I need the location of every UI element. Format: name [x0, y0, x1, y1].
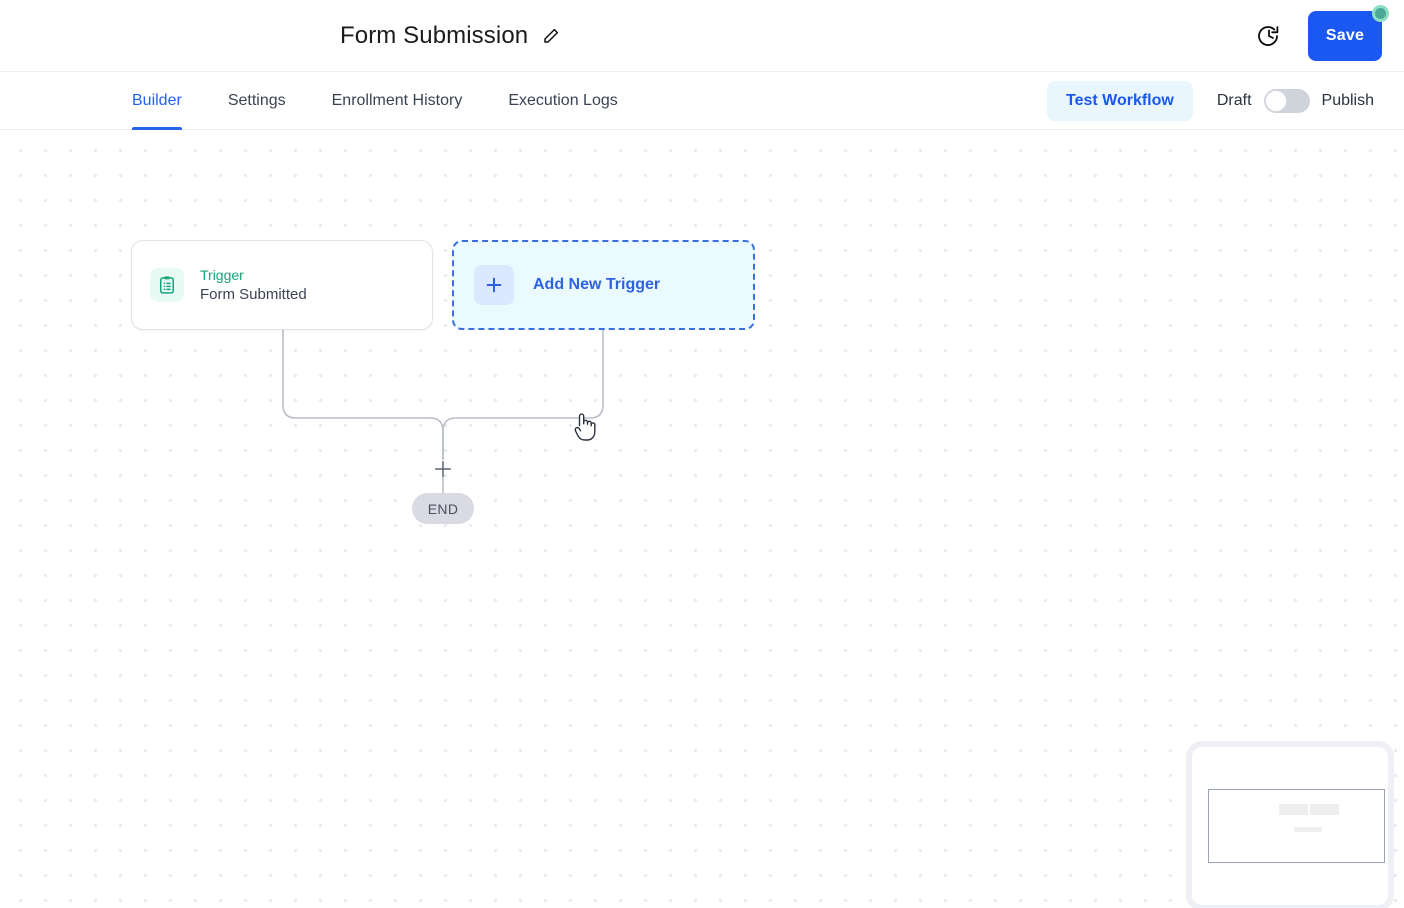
- trigger-kind-label: Trigger: [200, 266, 244, 283]
- publish-label: Publish: [1321, 92, 1374, 109]
- minimap-viewport[interactable]: [1208, 789, 1385, 863]
- publish-toggle[interactable]: [1263, 89, 1310, 113]
- title-group: Form Submission: [340, 0, 560, 72]
- save-button-wrapper: Save: [1308, 5, 1389, 61]
- add-step-plus-icon[interactable]: [432, 458, 454, 480]
- trigger-name-label: Form Submitted: [200, 285, 307, 303]
- top-bar: Form Submission Save: [0, 0, 1404, 72]
- test-workflow-button[interactable]: Test Workflow: [1046, 81, 1193, 121]
- save-button[interactable]: Save: [1308, 11, 1382, 61]
- node-trigger-form-submitted[interactable]: Trigger Form Submitted: [131, 240, 433, 330]
- tab-builder[interactable]: Builder: [132, 72, 182, 130]
- tab-bar-actions: Test Workflow Draft Publish: [1046, 72, 1374, 130]
- minimap[interactable]: [1192, 747, 1388, 905]
- end-node: END: [412, 493, 474, 524]
- plus-icon: [474, 265, 514, 305]
- history-clock-icon[interactable]: [1256, 23, 1282, 49]
- publish-toggle-group: Draft Publish: [1217, 89, 1374, 113]
- minimap-node-end: [1294, 827, 1322, 832]
- minimap-node-add-trigger: [1310, 804, 1339, 815]
- top-bar-actions: Save: [1256, 0, 1389, 72]
- trigger-text-group: Trigger Form Submitted: [200, 267, 307, 304]
- draft-label: Draft: [1216, 92, 1252, 109]
- unsaved-changes-dot: [1372, 5, 1389, 22]
- workflow-canvas[interactable]: Trigger Form Submitted Add New Trigger E…: [0, 130, 1404, 908]
- page-title: Form Submission: [340, 22, 529, 49]
- tab-settings[interactable]: Settings: [227, 92, 286, 109]
- tab-execution-logs[interactable]: Execution Logs: [508, 92, 618, 109]
- tab-list: Builder Settings Enrollment History Exec…: [132, 72, 664, 130]
- toggle-knob: [1264, 90, 1287, 112]
- add-new-trigger-label: Add New Trigger: [533, 276, 661, 293]
- pointing-hand-cursor: [570, 411, 596, 445]
- pencil-icon[interactable]: [542, 27, 560, 45]
- tab-enrollment-history[interactable]: Enrollment History: [331, 92, 463, 109]
- minimap-node-trigger: [1279, 804, 1308, 815]
- clipboard-list-icon: [150, 268, 184, 302]
- tab-bar: Builder Settings Enrollment History Exec…: [0, 72, 1404, 130]
- node-add-new-trigger[interactable]: Add New Trigger: [452, 240, 755, 330]
